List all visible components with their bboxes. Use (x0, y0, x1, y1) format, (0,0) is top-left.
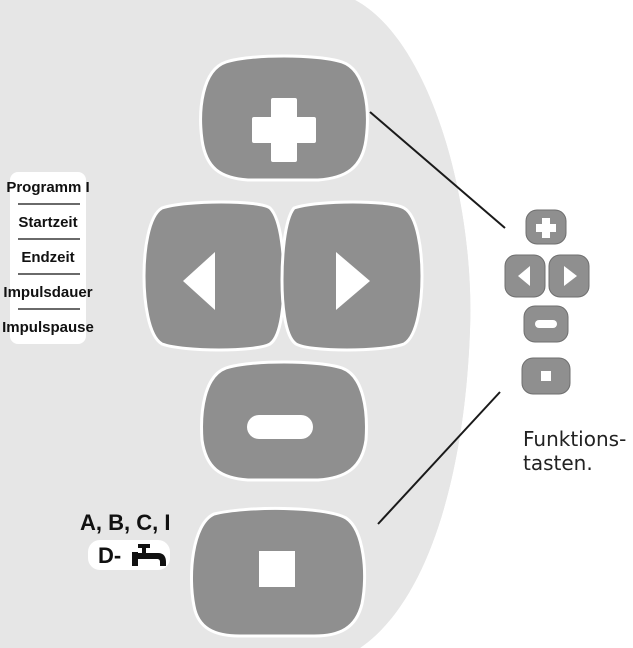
function-label-4: Impulspause (2, 319, 94, 336)
faucet-icon (132, 544, 166, 566)
right-button[interactable] (280, 200, 424, 352)
triangle-left-icon (183, 252, 215, 310)
plus-button[interactable] (199, 54, 369, 182)
function-label-1: Startzeit (18, 214, 77, 231)
connector-line-bottom (377, 391, 501, 525)
plus-icon (252, 98, 316, 162)
function-label-2: Endzeit (21, 249, 74, 266)
square-stop-icon (259, 551, 295, 587)
function-label-list: Programm I Startzeit Endzeit Impulsdauer… (2, 179, 94, 336)
legend-plus-button (525, 209, 567, 245)
legend-minus-button (523, 305, 569, 343)
legend-left-button (504, 254, 546, 298)
square-stop-icon (541, 371, 551, 381)
plus-icon (536, 218, 556, 238)
triangle-right-icon (336, 252, 370, 310)
legend-caption-line1: Funktions- (523, 427, 626, 451)
legend-stop-button (521, 357, 571, 395)
minus-icon (535, 320, 557, 328)
minus-button[interactable] (200, 360, 368, 482)
triangle-right-icon (564, 266, 577, 286)
stop-button[interactable] (189, 506, 367, 638)
function-label-0: Programm I (6, 179, 89, 196)
function-label-3: Impulsdauer (3, 284, 92, 301)
minus-icon (247, 415, 313, 439)
triangle-left-icon (518, 266, 530, 286)
function-label-box (10, 172, 86, 344)
stop-label-line2: D- (98, 543, 121, 568)
left-button[interactable] (142, 200, 286, 352)
legend-right-button (548, 254, 590, 298)
stop-label-line1: A, B, C, I (80, 510, 170, 535)
legend-caption-line2: tasten. (523, 451, 593, 475)
connector-line-top (369, 111, 506, 229)
